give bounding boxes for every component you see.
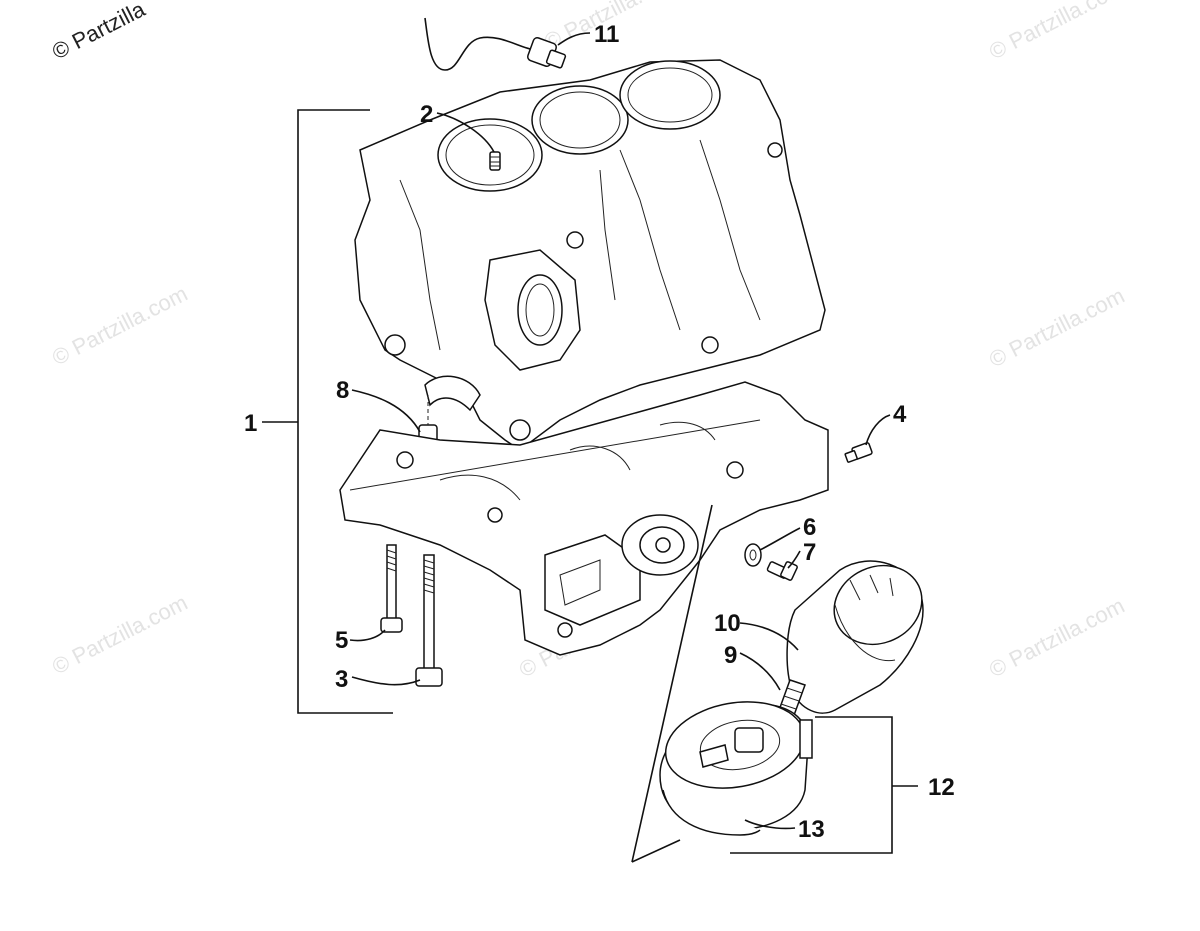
oil-filter-part-10 — [786, 560, 924, 714]
callout-7: 7 — [803, 539, 816, 566]
bolt-part-5 — [380, 544, 403, 633]
callout-8: 8 — [336, 377, 349, 404]
callout-1: 1 — [244, 410, 257, 437]
callout-4: 4 — [893, 401, 907, 428]
leader-lines — [262, 32, 918, 863]
callout-3: 3 — [335, 666, 348, 693]
callout-12: 12 — [928, 774, 955, 801]
crankcase-lower — [339, 381, 829, 656]
callout-6: 6 — [803, 514, 816, 541]
callout-9: 9 — [724, 642, 737, 669]
callout-11: 11 — [594, 21, 619, 48]
plug-part-4 — [844, 442, 873, 463]
bolt-part-7 — [766, 561, 798, 581]
washer-part-6 — [744, 543, 762, 567]
callout-labels: 1 2 3 4 5 6 7 8 9 10 11 12 13 — [244, 21, 955, 843]
cylinder-block-upper — [354, 59, 826, 451]
oil-cooler-part-12 — [659, 701, 813, 836]
stud-part-2 — [489, 151, 501, 171]
callout-13: 13 — [798, 816, 825, 843]
callout-2: 2 — [420, 101, 433, 128]
sensor-part-11 — [424, 17, 567, 71]
callout-10: 10 — [714, 610, 741, 637]
bolt-part-3 — [415, 554, 443, 687]
callout-5: 5 — [335, 627, 348, 654]
